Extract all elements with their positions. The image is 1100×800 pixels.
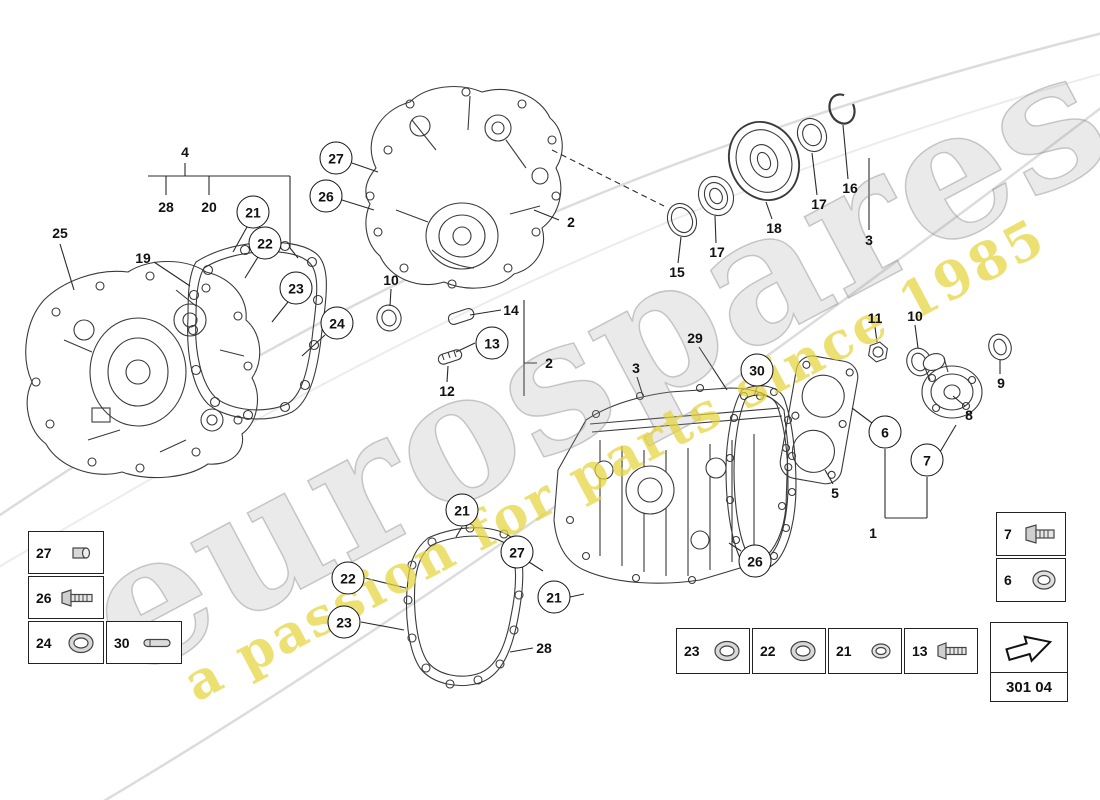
bearing-17-outer — [796, 117, 828, 153]
washer-icon — [1032, 570, 1056, 590]
legend-cell-24: 24 — [28, 621, 104, 664]
part-label-25: 25 — [52, 225, 68, 241]
legend-cell-23: 23 — [676, 628, 750, 674]
part-label-9: 9 — [997, 375, 1005, 391]
callout-21-case: 21 — [445, 493, 479, 527]
bearing-17-inner — [697, 175, 735, 217]
bolt-icon — [1025, 524, 1055, 544]
legend-num-23: 23 — [684, 643, 700, 659]
snap-ring-16 — [828, 93, 856, 125]
part-label-10-right: 10 — [907, 308, 923, 324]
part-label-8: 8 — [965, 407, 973, 423]
legend-num-13: 13 — [912, 643, 928, 659]
pin-icon — [143, 638, 171, 647]
part-label-1: 1 — [869, 525, 877, 541]
o-ring-icon — [871, 643, 891, 659]
leader-lines — [59, 124, 1001, 653]
callout-30: 30 — [740, 353, 774, 387]
part-label-28-bottom: 28 — [536, 640, 552, 656]
locking-nut — [868, 341, 888, 363]
callout-7: 7 — [910, 443, 944, 477]
part-label-19: 19 — [135, 250, 151, 266]
legend-cell-22: 22 — [752, 628, 826, 674]
legend-num-24: 24 — [36, 634, 52, 651]
part-label-3-case: 3 — [632, 360, 640, 376]
small-parts-12-13-14 — [376, 304, 475, 365]
intermediate-gasket — [779, 355, 859, 485]
callout-27-housing: 27 — [319, 141, 353, 175]
seal-ring-icon — [714, 640, 740, 662]
legend-cell-26: 26 — [28, 576, 104, 619]
part-label-17-right: 17 — [811, 196, 827, 212]
legend-cell-30: 30 — [106, 621, 182, 664]
legend-num-30: 30 — [114, 634, 130, 651]
part-label-3-bearing: 3 — [865, 232, 873, 248]
gearbox-case-main — [553, 383, 791, 585]
callout-13: 13 — [475, 326, 509, 360]
legend-num-22: 22 — [760, 643, 776, 659]
part-label-20: 20 — [201, 199, 217, 215]
part-label-4: 4 — [181, 144, 189, 160]
output-flange — [921, 353, 983, 419]
seal-ring-icon — [68, 632, 94, 653]
sleeve-icon — [72, 546, 91, 559]
callout-26-housing: 26 — [309, 179, 343, 213]
callout-22-bottom: 22 — [331, 561, 365, 595]
part-label-14: 14 — [503, 302, 519, 318]
legend-num-6: 6 — [1004, 572, 1012, 588]
part-label-2-housing: 2 — [567, 214, 575, 230]
part-label-5: 5 — [831, 485, 839, 501]
diagram-code-box: 301 04 — [990, 622, 1068, 702]
flange-group — [779, 333, 1012, 485]
callout-23-bottom: 23 — [327, 605, 361, 639]
callout-24-gasket: 24 — [320, 306, 354, 340]
legend-cell-27: 27 — [28, 531, 104, 574]
bearing-assembly — [666, 93, 856, 238]
part-label-12: 12 — [439, 383, 455, 399]
seal-ring-icon — [790, 640, 816, 662]
transmission-housing-front — [365, 86, 563, 289]
shaft-seal-9 — [988, 333, 1012, 361]
arrow-icon — [1005, 634, 1053, 663]
callout-27-case: 27 — [500, 535, 534, 569]
cover-gasket — [187, 240, 327, 421]
callout-21-case-2: 21 — [537, 580, 571, 614]
part-label-11: 11 — [867, 310, 883, 326]
callout-22-gasket: 22 — [248, 226, 282, 260]
legend-num-7: 7 — [1004, 526, 1012, 542]
bolt-icon — [61, 588, 93, 607]
legend-cell-6: 6 — [996, 558, 1066, 602]
transmission-housing-left — [25, 260, 261, 479]
callout-6: 6 — [868, 415, 902, 449]
part-label-15: 15 — [669, 264, 685, 280]
part-label-18: 18 — [766, 220, 782, 236]
roller-18 — [727, 120, 801, 202]
legend-num-21: 21 — [836, 643, 852, 659]
diagram-code: 301 04 — [1006, 678, 1052, 696]
part-label-10-left: 10 — [383, 272, 399, 288]
code-icon-wrap — [991, 623, 1067, 673]
part-label-2-group: 2 — [545, 355, 553, 371]
part-label-28-top: 28 — [158, 199, 174, 215]
legend-num-27: 27 — [36, 544, 52, 561]
legend-cell-13: 13 — [904, 628, 978, 674]
legend-cell-21: 21 — [828, 628, 902, 674]
part-label-29: 29 — [687, 330, 703, 346]
callout-23-gasket: 23 — [279, 271, 313, 305]
callout-21-gasket: 21 — [236, 195, 270, 229]
bolt-icon — [937, 642, 967, 660]
part-label-16: 16 — [842, 180, 858, 196]
legend-cell-7: 7 — [996, 512, 1066, 556]
callout-26-case: 26 — [738, 544, 772, 578]
legend-num-26: 26 — [36, 589, 52, 606]
part-label-17-left: 17 — [709, 244, 725, 260]
